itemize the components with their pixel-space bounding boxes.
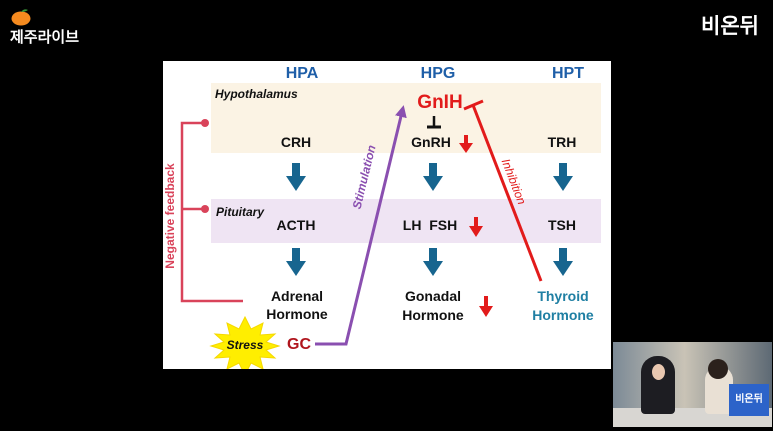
jeju-live-logo: 제주라이브 [6, 6, 96, 46]
decrease-arrow-gonadal [479, 296, 493, 317]
header-hpt: HPT [552, 65, 584, 82]
bionduy-logo: 비온뒤 [701, 15, 759, 38]
host-left-face [652, 364, 665, 380]
gnrh-label: GnRH [411, 134, 451, 150]
adrenal-hormone-line2: Hormone [266, 306, 328, 322]
gc-label: GC [287, 336, 311, 353]
tangerine-icon [11, 9, 31, 26]
crh-label: CRH [281, 134, 311, 150]
flow-arrow-lhfsh-gonadal [423, 248, 443, 276]
logo-left-text: 제주라이브 [10, 29, 80, 46]
decrease-arrow-lhfsh [469, 217, 483, 237]
pituitary-band [211, 199, 601, 243]
thyroid-hormone-line1: Thyroid [537, 288, 588, 304]
adrenal-hormone-line1: Adrenal [271, 288, 323, 304]
feedback-dot-pituitary [201, 205, 209, 213]
stress-label: Stress [227, 338, 264, 352]
negative-feedback-label: Negative feedback [163, 163, 177, 269]
hypothalamus-label: Hypothalamus [215, 87, 298, 101]
gnih-label: GnIH [417, 92, 462, 113]
inhibition-bar [463, 99, 484, 111]
flow-arrow-acth-adrenal [286, 248, 306, 276]
flow-arrow-gnrh-lhfsh [423, 163, 443, 191]
flow-arrow-crh-acth [286, 163, 306, 191]
stress-starburst [209, 315, 281, 369]
lh-fsh-label: LH FSH [403, 217, 457, 233]
webcam-overlay: 비온뒤 [613, 342, 772, 427]
gonadal-hormone-line1: Gonadal [405, 288, 461, 304]
header-hpg: HPG [421, 65, 456, 82]
flow-arrow-trh-tsh [553, 163, 573, 191]
inhibition-line [471, 104, 543, 282]
acth-label: ACTH [277, 217, 316, 233]
hpa-hpg-hpt-diagram: HPA HPG HPT Hypothalamus Pituitary GnIH … [163, 65, 601, 369]
tsh-label: TSH [548, 217, 576, 233]
header-hpa: HPA [286, 65, 319, 82]
gonadal-hormone-line2: Hormone [402, 307, 464, 323]
decrease-arrow-gnrh [459, 135, 473, 153]
pituitary-label: Pituitary [216, 205, 265, 219]
stimulation-arrow [315, 105, 407, 346]
thyroid-hormone-line2: Hormone [532, 307, 594, 323]
flow-arrow-tsh-thyroid [553, 248, 573, 276]
presentation-slide: HPA HPG HPT Hypothalamus Pituitary GnIH … [163, 61, 611, 369]
host-right-hair [708, 359, 728, 379]
trh-label: TRH [548, 134, 577, 150]
feedback-dot-hypothalamus [201, 119, 209, 127]
pip-badge: 비온뒤 [729, 384, 769, 416]
